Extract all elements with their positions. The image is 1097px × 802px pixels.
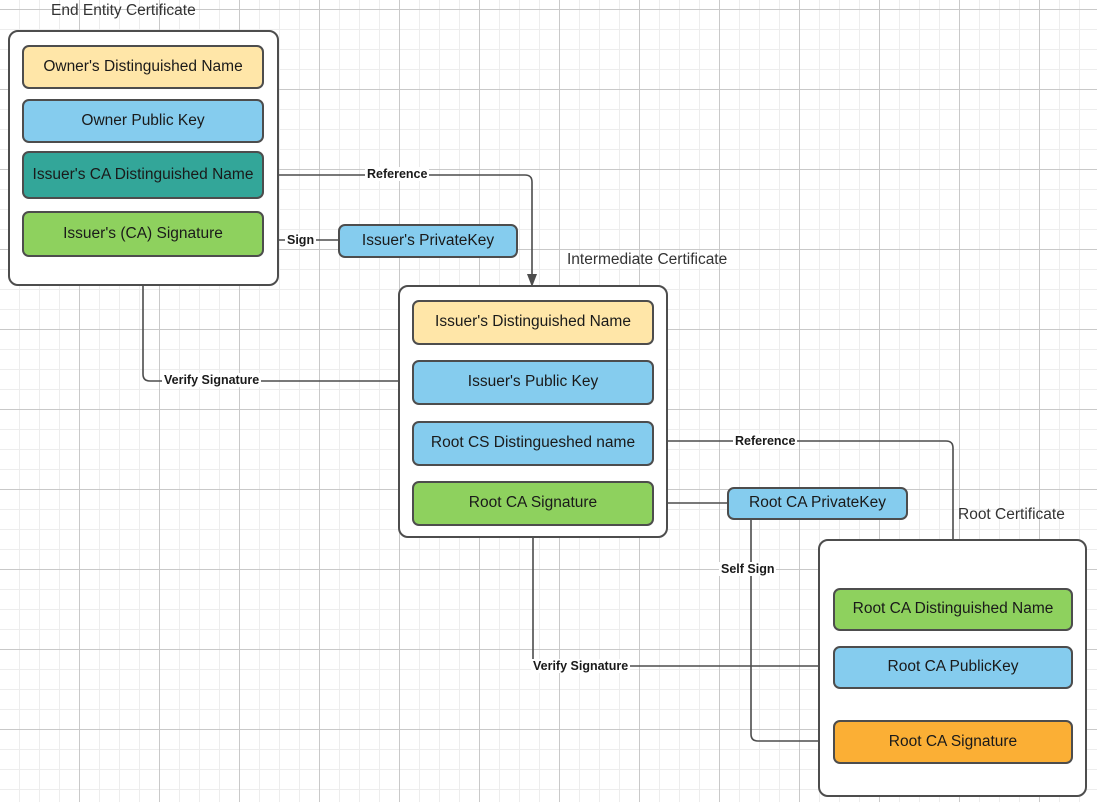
root-ca-private-key[interactable]: Root CA PrivateKey: [727, 487, 908, 520]
edge-label-self-sign: Self Sign: [719, 562, 777, 576]
root-ca-public-key[interactable]: Root CA PublicKey: [833, 646, 1073, 689]
edge-label-sign: Sign: [285, 233, 317, 247]
root-ca-distinguished-name[interactable]: Root CA Distinguished Name: [833, 588, 1073, 631]
edge-label-verify-signature-top: Verify Signature: [162, 373, 262, 387]
caption-intermediate-certificate: Intermediate Certificate: [567, 251, 728, 268]
edge-label-reference-top: Reference: [365, 167, 430, 181]
intermediate-root-ca-signature[interactable]: Root CA Signature: [412, 481, 654, 526]
end-entity-owner-distinguished-name[interactable]: Owner's Distinguished Name: [22, 45, 264, 89]
end-entity-owner-public-key[interactable]: Owner Public Key: [22, 99, 264, 143]
edge-label-reference-bottom: Reference: [733, 434, 798, 448]
caption-end-entity-certificate: End Entity Certificate: [51, 2, 196, 19]
end-entity-issuer-ca-signature[interactable]: Issuer's (CA) Signature: [22, 211, 264, 257]
caption-root-certificate: Root Certificate: [958, 506, 1065, 523]
intermediate-issuer-public-key[interactable]: Issuer's Public Key: [412, 360, 654, 405]
root-ca-signature[interactable]: Root CA Signature: [833, 720, 1073, 764]
edge-verify-bottom: [532, 531, 833, 667]
issuer-private-key[interactable]: Issuer's PrivateKey: [338, 224, 518, 258]
intermediate-issuer-distinguished-name[interactable]: Issuer's Distinguished Name: [412, 300, 654, 345]
end-entity-issuer-ca-distinguished-name[interactable]: Issuer's CA Distinguished Name: [22, 151, 264, 199]
edge-label-verify-signature-bottom: Verify Signature: [531, 659, 631, 673]
intermediate-root-cs-distingueshed-name[interactable]: Root CS Distingueshed name: [412, 421, 654, 466]
edge-self-sign: [750, 520, 822, 742]
